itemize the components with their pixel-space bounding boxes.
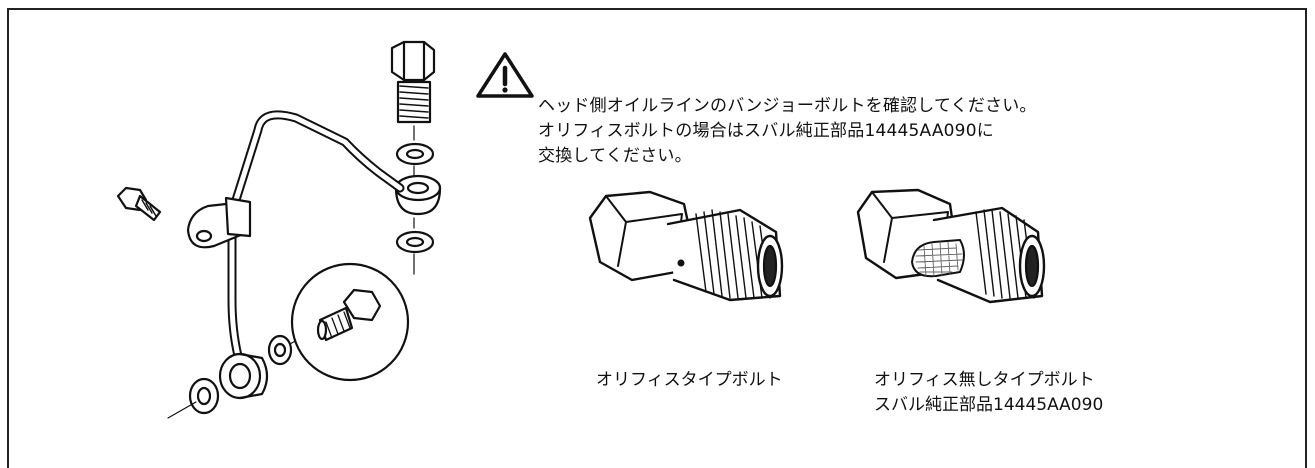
no-orifice-type-bolt-illustration xyxy=(856,188,1046,304)
bracket-bolt xyxy=(116,186,162,222)
notice-text: ヘッド側オイルラインのバンジョーボルトを確認してください。 オリフィスボルトの場… xyxy=(538,94,1037,169)
banjo-fitting-top xyxy=(394,174,442,216)
no-orifice-caption-line-1: オリフィス無しタイプボルト xyxy=(874,370,1095,390)
diagram-frame xyxy=(7,8,1307,468)
orifice-bolt-caption: オリフィスタイプボルト xyxy=(596,370,783,390)
notice-line-3: 交換してください。 xyxy=(538,146,692,166)
detail-circle xyxy=(290,262,410,382)
no-orifice-bolt-caption: オリフィス無しタイプボルト スバル純正部品14445AA090 xyxy=(874,368,1103,418)
notice-line-2: オリフィスボルトの場合はスバル純正部品14445AA090に xyxy=(538,121,994,141)
oil-line-assembly-illustration xyxy=(116,40,1046,419)
notice-line-1: ヘッド側オイルラインのバンジョーボルトを確認してください。 xyxy=(538,96,1037,116)
warning-triangle-icon xyxy=(476,52,534,98)
top-banjo-bolt xyxy=(390,40,436,141)
orifice-type-bolt-illustration xyxy=(588,190,784,302)
no-orifice-caption-line-2: スバル純正部品14445AA090 xyxy=(874,395,1104,415)
banjo-fitting-bottom xyxy=(218,352,269,400)
